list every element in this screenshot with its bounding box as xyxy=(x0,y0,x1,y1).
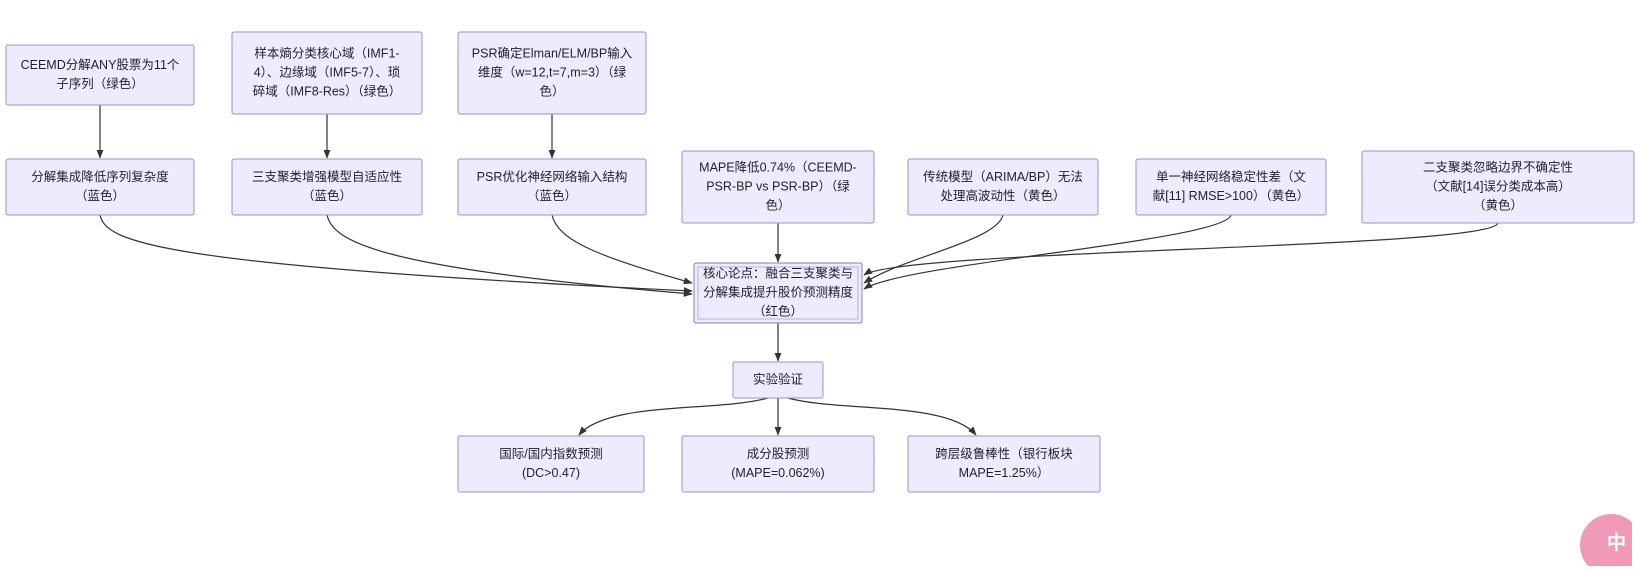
node-label: 国际/国内指数预测 xyxy=(499,446,602,461)
flow-node[interactable]: 成分股预测 (MAPE=0.062%) xyxy=(681,435,875,493)
flow-edge xyxy=(863,222,1499,276)
flow-node[interactable]: PSR优化神经网络输入结构 （蓝色） xyxy=(457,158,647,216)
flow-node[interactable]: 样本熵分类核心域（IMF1- 4）、边缘域（IMF5-7）、琐碎域（IMF8-Re… xyxy=(231,31,423,115)
node-label: （文献[14]误分类成本高） xyxy=(1425,178,1571,193)
flow-node[interactable]: MAPE降低0.74%（CEEMD- PSR-BP vs PSR-BP）（绿色） xyxy=(681,150,875,224)
flow-node[interactable]: 三支聚类增强模型自适应性 （蓝色） xyxy=(231,158,423,216)
node-box xyxy=(681,150,875,224)
node-label: 维度（w=12,t=7,m=3）（绿 xyxy=(478,64,627,79)
node-label: 色） xyxy=(539,83,564,98)
node-label: PSR-BP vs PSR-BP）（绿 xyxy=(706,178,850,193)
node-label: (MAPE=0.062%) xyxy=(731,466,824,480)
node-label: 分解集成降低序列复杂度 xyxy=(31,169,169,184)
node-box xyxy=(457,31,647,115)
flow-edge xyxy=(551,214,693,285)
node-label: （蓝色） xyxy=(527,188,577,203)
node-box xyxy=(907,158,1099,216)
flow-node[interactable]: 跨层级鲁棒性（银行板块 MAPE=1.25%） xyxy=(907,435,1101,493)
watermark: 中 xyxy=(1580,514,1632,566)
node-label: MAPE=1.25%） xyxy=(959,466,1050,480)
flow-node[interactable]: 分解集成降低序列复杂度 （蓝色） xyxy=(5,158,195,216)
node-label: CEEMD分解ANY股票为11个 xyxy=(21,58,180,72)
watermark-label: 中 xyxy=(1606,532,1627,554)
flow-edge xyxy=(863,214,1004,284)
node-label: 4）、边缘域（IMF5-7）、琐 xyxy=(254,64,401,79)
flow-edge xyxy=(787,397,977,436)
node-box-inner-border xyxy=(697,266,859,320)
node-box xyxy=(681,435,875,493)
node-box xyxy=(1361,150,1635,224)
flow-edge xyxy=(99,214,693,295)
edges-layer xyxy=(96,105,1499,436)
node-label: MAPE降低0.74%（CEEMD- xyxy=(699,160,857,174)
node-box xyxy=(732,361,824,399)
node-label: 分解集成提升股价预测精度 xyxy=(703,284,854,299)
flow-node[interactable]: 二支聚类忽略边界不确定性 （文献[14]误分类成本高） （黄色） xyxy=(1361,150,1635,224)
node-label: 色） xyxy=(765,197,790,212)
node-box xyxy=(5,44,195,106)
node-label: 核心论点：融合三支聚类与 xyxy=(703,265,853,280)
node-label: PSR优化神经网络输入结构 xyxy=(477,169,628,184)
node-label: 样本熵分类核心域（IMF1- xyxy=(254,45,399,60)
node-label: 二支聚类忽略边界不确定性 xyxy=(1423,159,1573,174)
node-label: PSR确定Elman/ELM/BP输入 xyxy=(472,45,633,60)
node-box xyxy=(231,31,423,115)
node-box xyxy=(693,262,863,324)
flow-node[interactable]: 国际/国内指数预测 (DC>0.47) xyxy=(457,435,645,493)
node-label: 成分股预测 xyxy=(747,447,810,461)
node-label: 碎域（IMF8-Res）（绿色） xyxy=(253,83,402,98)
node-box xyxy=(231,158,423,216)
node-label: (DC>0.47) xyxy=(522,466,580,480)
node-box xyxy=(457,158,647,216)
node-box xyxy=(907,435,1101,493)
flow-edge xyxy=(863,214,1232,290)
node-label: 跨层级鲁棒性（银行板块 xyxy=(935,447,1073,461)
node-label: （蓝色） xyxy=(75,188,125,203)
node-label: （黄色） xyxy=(1473,197,1523,212)
flow-node[interactable]: 实验验证 xyxy=(732,361,824,399)
watermark-circle: 中 xyxy=(1580,514,1632,566)
node-label: 传统模型（ARIMA/BP）无法 xyxy=(923,169,1083,184)
node-label: 献[11] RMSE>100）（黄色） xyxy=(1153,188,1309,203)
flow-edge xyxy=(578,397,769,436)
node-label: （蓝色） xyxy=(302,188,352,203)
node-box xyxy=(457,435,645,493)
flow-edge xyxy=(326,214,693,297)
node-box xyxy=(1135,158,1327,216)
flow-node[interactable]: 单一神经网络稳定性差（文献[11] RMSE>100）（黄色） xyxy=(1135,158,1327,216)
node-label: 三支聚类增强模型自适应性 xyxy=(252,169,402,184)
node-label: 实验验证 xyxy=(753,371,804,386)
node-label: （红色） xyxy=(753,303,803,318)
node-box xyxy=(5,158,195,216)
node-label: 处理高波动性（黄色） xyxy=(940,188,1065,203)
node-label: 子序列（绿色） xyxy=(56,76,144,91)
node-label: 单一神经网络稳定性差（文 xyxy=(1156,169,1307,184)
